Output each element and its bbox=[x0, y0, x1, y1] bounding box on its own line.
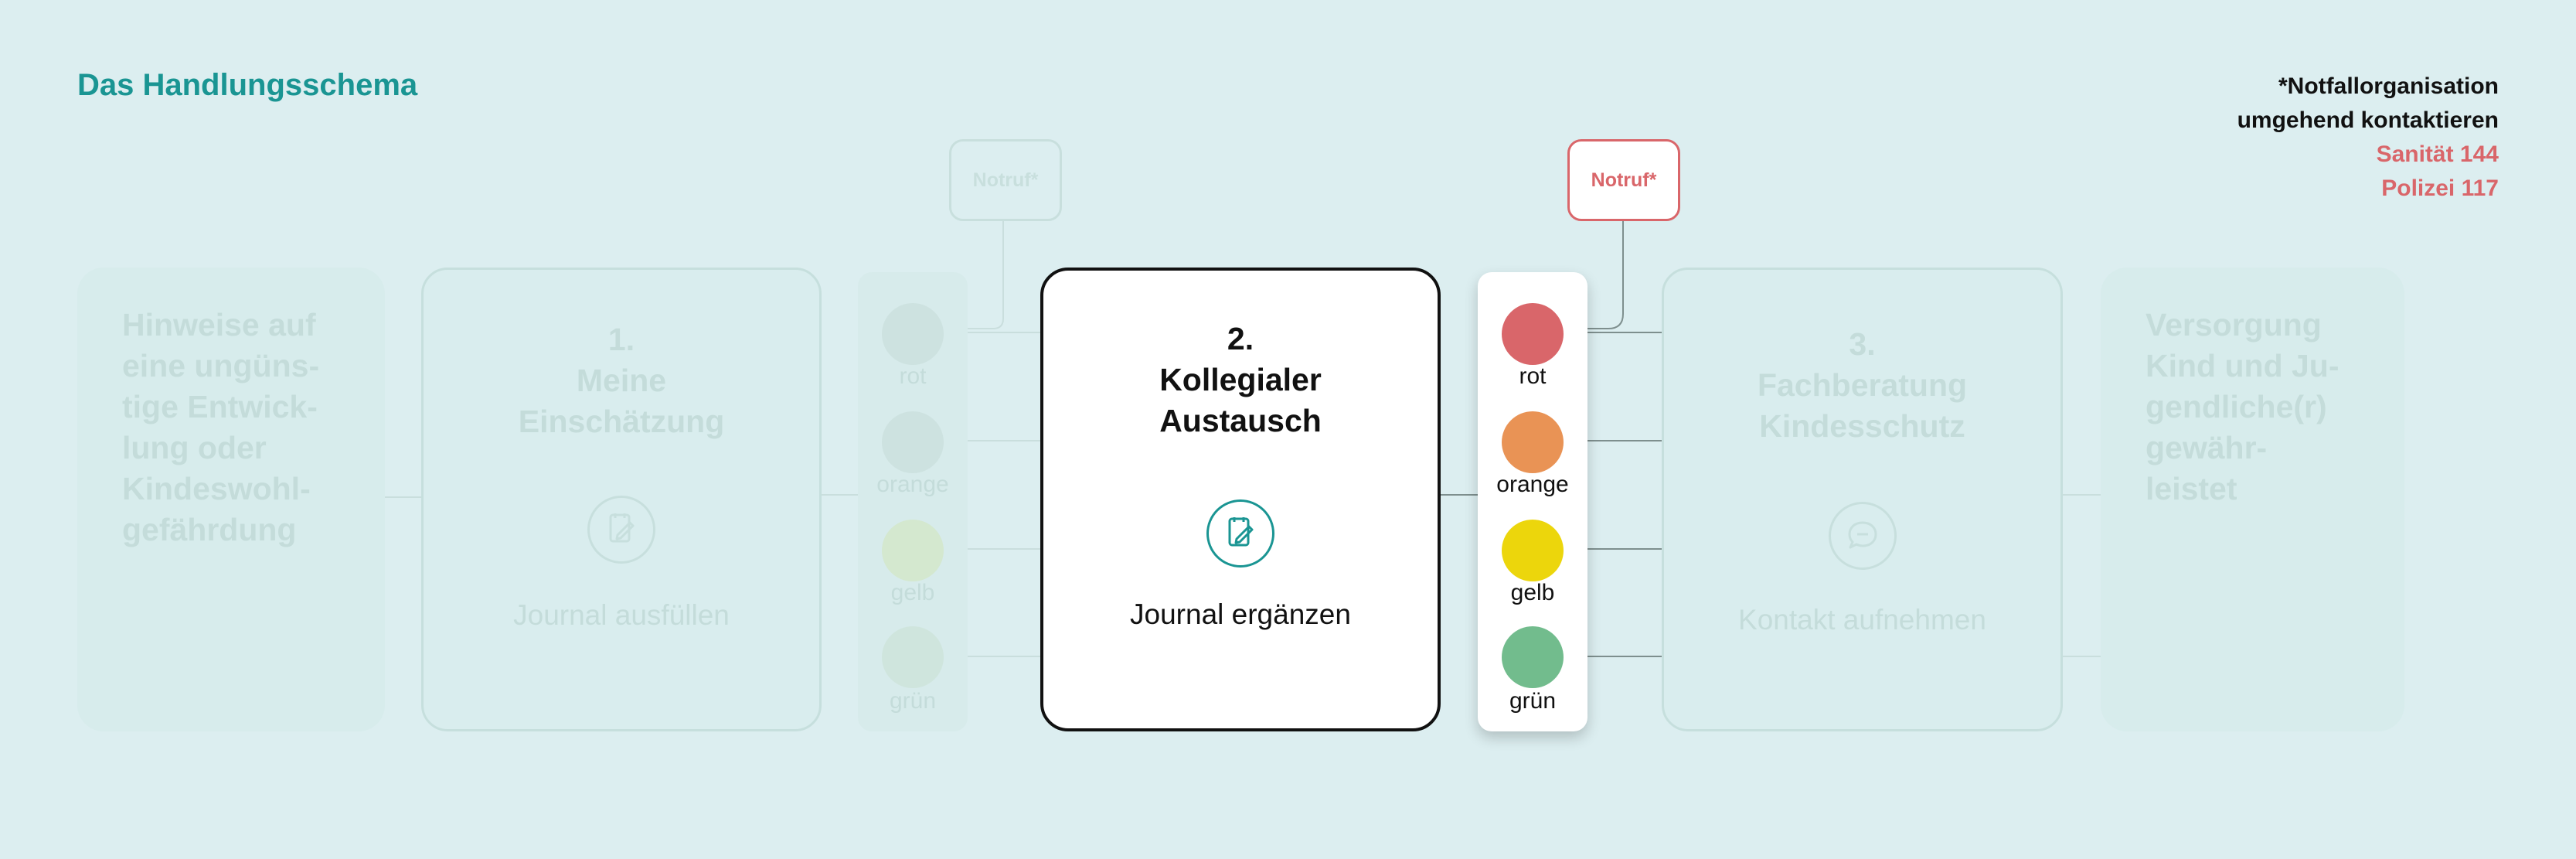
step-2-title: 2. Kollegialer Austausch bbox=[1043, 319, 1438, 441]
notice-line-2: umgehend kontaktieren bbox=[2237, 107, 2499, 133]
step-title-line: Fachberatung bbox=[1757, 367, 1968, 403]
light-gruen[interactable] bbox=[1502, 626, 1564, 688]
hinweise-line: Kindeswohl- bbox=[122, 471, 311, 506]
step-number: 1. bbox=[607, 322, 635, 357]
page-title: Das Handlungsschema bbox=[77, 68, 418, 102]
light-label: orange bbox=[876, 472, 949, 497]
versorgung-line: gewähr- bbox=[2146, 430, 2268, 465]
step-number: 3. bbox=[1849, 326, 1876, 362]
hinweise-line: Hinweise auf bbox=[122, 307, 316, 343]
step-2-card[interactable]: 2. Kollegialer Austausch Journal ergänze… bbox=[1040, 268, 1441, 731]
versorgung-line: Kind und Ju- bbox=[2146, 348, 2339, 383]
light-label: gelb bbox=[890, 580, 935, 605]
notruf-button-active[interactable]: Notruf* bbox=[1567, 139, 1680, 221]
light-rot[interactable] bbox=[1502, 303, 1564, 365]
light-orange bbox=[882, 411, 944, 473]
versorgung-line: Versorgung bbox=[2146, 307, 2322, 343]
hinweise-text: Hinweise auf eine ungüns- tige Entwick- … bbox=[122, 305, 354, 551]
light-label: orange bbox=[1496, 472, 1569, 497]
step-title-line: Meine bbox=[576, 363, 667, 398]
light-label: grün bbox=[889, 688, 937, 714]
step-title-line: Einschätzung bbox=[518, 404, 725, 439]
step-2-action: Journal ergänzen bbox=[1130, 598, 1351, 630]
box-hinweise: Hinweise auf eine ungüns- tige Entwick- … bbox=[77, 268, 385, 731]
hinweise-line: gefährdung bbox=[122, 512, 297, 547]
document-pen-icon bbox=[587, 496, 655, 564]
step-1-title: 1. Meine Einschätzung bbox=[424, 319, 819, 442]
notice-sanitaet: Sanität 144 bbox=[2376, 141, 2499, 167]
light-gelb bbox=[882, 520, 944, 581]
light-label: grün bbox=[1509, 688, 1557, 714]
notruf-button-faded[interactable]: Notruf* bbox=[949, 139, 1062, 221]
step-title-line: Kollegialer bbox=[1159, 362, 1322, 397]
hinweise-line: tige Entwick- bbox=[122, 389, 318, 424]
step-3-title: 3. Fachberatung Kindesschutz bbox=[1664, 324, 2060, 447]
light-label: rot bbox=[899, 363, 927, 389]
light-gelb[interactable] bbox=[1502, 520, 1564, 581]
document-pen-icon bbox=[1206, 499, 1274, 568]
versorgung-line: gendliche(r) bbox=[2146, 389, 2327, 424]
notice-polizei: Polizei 117 bbox=[2381, 176, 2499, 201]
step-1-card[interactable]: 1. Meine Einschätzung Journal ausfüllen bbox=[421, 268, 822, 731]
chat-bubble-icon bbox=[1828, 502, 1897, 570]
hinweise-line: lung oder bbox=[122, 430, 267, 465]
emergency-notice: *Notfallorganisation umgehend kontaktier… bbox=[2237, 70, 2499, 206]
step-3-card[interactable]: 3. Fachberatung Kindesschutz Kontakt auf… bbox=[1662, 268, 2063, 731]
step-1-action: Journal ausfüllen bbox=[513, 599, 730, 631]
box-versorgung: Versorgung Kind und Ju- gendliche(r) gew… bbox=[2101, 268, 2404, 731]
step-3-action: Kontakt aufnehmen bbox=[1738, 604, 1986, 636]
hinweise-line: eine ungüns- bbox=[122, 348, 320, 383]
step-number: 2. bbox=[1227, 321, 1254, 356]
notice-line-1: *Notfallorganisation bbox=[2278, 73, 2499, 99]
light-orange[interactable] bbox=[1502, 411, 1564, 473]
light-label: rot bbox=[1519, 363, 1547, 389]
versorgung-text: Versorgung Kind und Ju- gendliche(r) gew… bbox=[2146, 305, 2377, 510]
traffic-light-faded: rot orange gelb grün bbox=[858, 272, 968, 731]
traffic-light-active: rot orange gelb grün bbox=[1478, 272, 1587, 731]
step-title-line: Kindesschutz bbox=[1759, 408, 1965, 444]
light-label: gelb bbox=[1510, 580, 1555, 605]
light-rot bbox=[882, 303, 944, 365]
step-title-line: Austausch bbox=[1159, 403, 1322, 438]
versorgung-line: leistet bbox=[2146, 471, 2237, 506]
light-gruen bbox=[882, 626, 944, 688]
